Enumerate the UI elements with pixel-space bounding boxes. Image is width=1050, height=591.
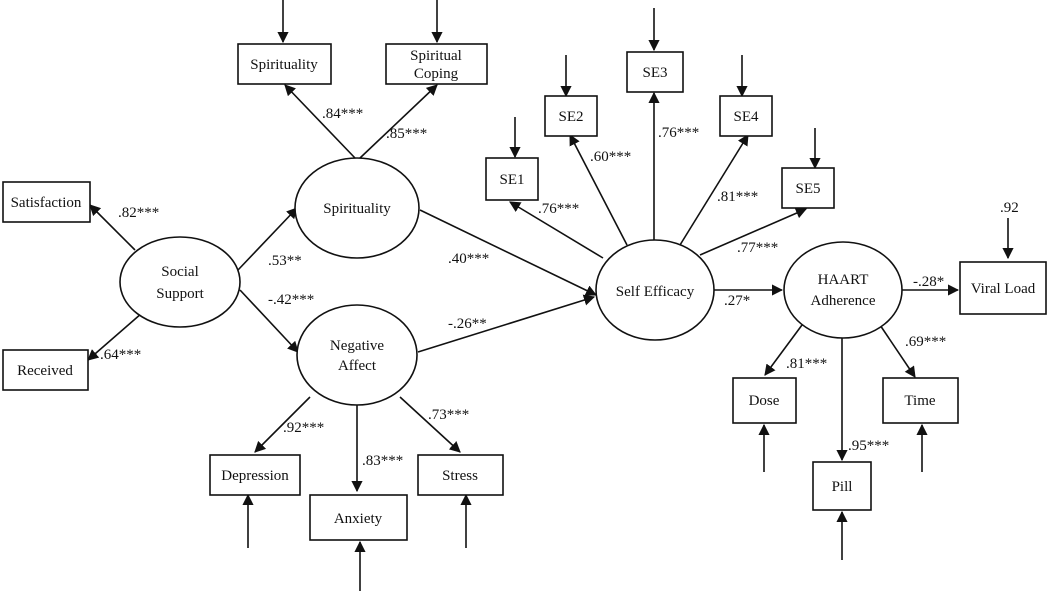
node-label: Pill xyxy=(832,479,853,495)
path-self-efficacy-se1 xyxy=(509,201,604,259)
node-se5: SE5 xyxy=(781,167,835,209)
path-spirituality-item xyxy=(284,84,356,159)
coef-haart-pill: .95*** xyxy=(848,438,889,454)
path-social-support-negative-affect xyxy=(239,289,299,353)
node-label: Stress xyxy=(442,468,478,484)
node-label: Dose xyxy=(749,393,780,409)
coef-social-support-negative-affect: -.42*** xyxy=(268,292,314,308)
coef-self-efficacy-se2: .60*** xyxy=(590,149,631,165)
coef-negative-affect-self-efficacy: -.26** xyxy=(448,316,487,332)
node-spirituality-latent: Spirituality xyxy=(294,157,420,259)
path-social-support-satisfaction xyxy=(89,204,136,251)
paths xyxy=(87,0,1014,591)
node-label: Self Efficacy xyxy=(616,284,695,300)
node-label-line2: Support xyxy=(156,286,204,302)
coef-negative-affect-anxiety: .83*** xyxy=(362,453,403,469)
node-se2: SE2 xyxy=(544,95,598,137)
node-label-line1: Negative xyxy=(330,338,384,354)
node-haart-adherence: HAART Adherence xyxy=(783,241,903,339)
coef-spirituality-self-efficacy: .40*** xyxy=(448,251,489,267)
node-label-line2: Coping xyxy=(414,66,459,82)
path-haart-time xyxy=(879,324,916,378)
coef-self-efficacy-se4: .81*** xyxy=(717,189,758,205)
path-negative-affect-depression xyxy=(254,396,311,453)
path-social-support-spirituality xyxy=(237,207,298,271)
coef-social-support-satisfaction: .82*** xyxy=(118,205,159,221)
latent-variables: Social Support Spirituality Negative Aff… xyxy=(119,157,903,406)
coef-negative-affect-stress: .73*** xyxy=(428,407,469,423)
coef-self-efficacy-se3: .76*** xyxy=(658,125,699,141)
node-label: SE4 xyxy=(733,109,759,125)
node-received: Received xyxy=(2,349,89,391)
node-label: Spirituality xyxy=(323,201,391,217)
coef-haart-time: .69*** xyxy=(905,334,946,350)
node-label: SE3 xyxy=(642,65,667,81)
node-negative-affect: Negative Affect xyxy=(296,304,418,406)
node-label: Spirituality xyxy=(250,57,318,73)
path-self-efficacy-se5 xyxy=(699,207,808,256)
coef-spirituality-item: .84*** xyxy=(322,106,363,122)
node-label-line1: Spiritual xyxy=(410,48,462,64)
node-label: Received xyxy=(17,363,73,379)
node-spiritual-coping: Spiritual Coping xyxy=(385,43,488,85)
coef-social-support-received: .64*** xyxy=(100,347,141,363)
node-self-efficacy: Self Efficacy xyxy=(595,239,715,341)
coef-self-efficacy-haart: .27* xyxy=(724,293,750,309)
coef-negative-affect-depression: .92*** xyxy=(283,420,324,436)
node-label: Viral Load xyxy=(971,281,1036,297)
path-coefficients: .82*** .64*** .53** -.42*** .84*** .85**… xyxy=(100,106,1019,469)
node-stress: Stress xyxy=(417,454,504,496)
node-social-support: Social Support xyxy=(119,236,241,328)
node-viral-load: Viral Load xyxy=(959,261,1047,315)
coef-self-efficacy-se1: .76*** xyxy=(538,201,579,217)
path-haart-dose xyxy=(764,324,803,376)
node-label: Anxiety xyxy=(334,511,383,527)
node-label: Depression xyxy=(221,468,289,484)
path-self-efficacy-se4 xyxy=(679,134,749,246)
observed-variables: Spirituality Spiritual Coping Satisfacti… xyxy=(2,43,1047,541)
node-label-line2: Adherence xyxy=(811,293,876,309)
path-social-support-received xyxy=(87,312,143,361)
node-anxiety: Anxiety xyxy=(309,494,408,541)
node-label: Satisfaction xyxy=(11,195,82,211)
node-spirituality-item: Spirituality xyxy=(237,43,332,85)
node-label-line2: Affect xyxy=(338,358,377,374)
node-dose: Dose xyxy=(732,377,797,424)
path-spirituality-self-efficacy xyxy=(419,209,598,296)
node-se3: SE3 xyxy=(626,51,684,93)
path-negative-affect-self-efficacy xyxy=(417,294,596,353)
coef-haart-dose: .81*** xyxy=(786,356,827,372)
coef-haart-viral-load: -.28* xyxy=(913,274,944,290)
node-satisfaction: Satisfaction xyxy=(2,181,91,223)
node-label: SE2 xyxy=(558,109,583,125)
path-self-efficacy-se2 xyxy=(569,134,628,246)
node-label: SE1 xyxy=(499,172,524,188)
node-label: SE5 xyxy=(795,181,820,197)
node-pill: Pill xyxy=(812,461,872,511)
path-negative-affect-stress xyxy=(399,396,461,453)
node-label-line1: Social xyxy=(161,264,199,280)
node-label: Time xyxy=(904,393,935,409)
path-spirituality-coping xyxy=(359,84,438,159)
node-label-line1: HAART xyxy=(818,272,869,288)
node-se1: SE1 xyxy=(485,157,539,201)
coef-social-support-spirituality: .53** xyxy=(268,253,302,269)
node-depression: Depression xyxy=(209,454,301,496)
node-se4: SE4 xyxy=(719,95,773,137)
coef-viral-load-residual: .92 xyxy=(1000,200,1019,216)
coef-spirituality-coping: .85*** xyxy=(386,126,427,142)
coef-self-efficacy-se5: .77*** xyxy=(737,240,778,256)
node-time: Time xyxy=(882,377,959,424)
